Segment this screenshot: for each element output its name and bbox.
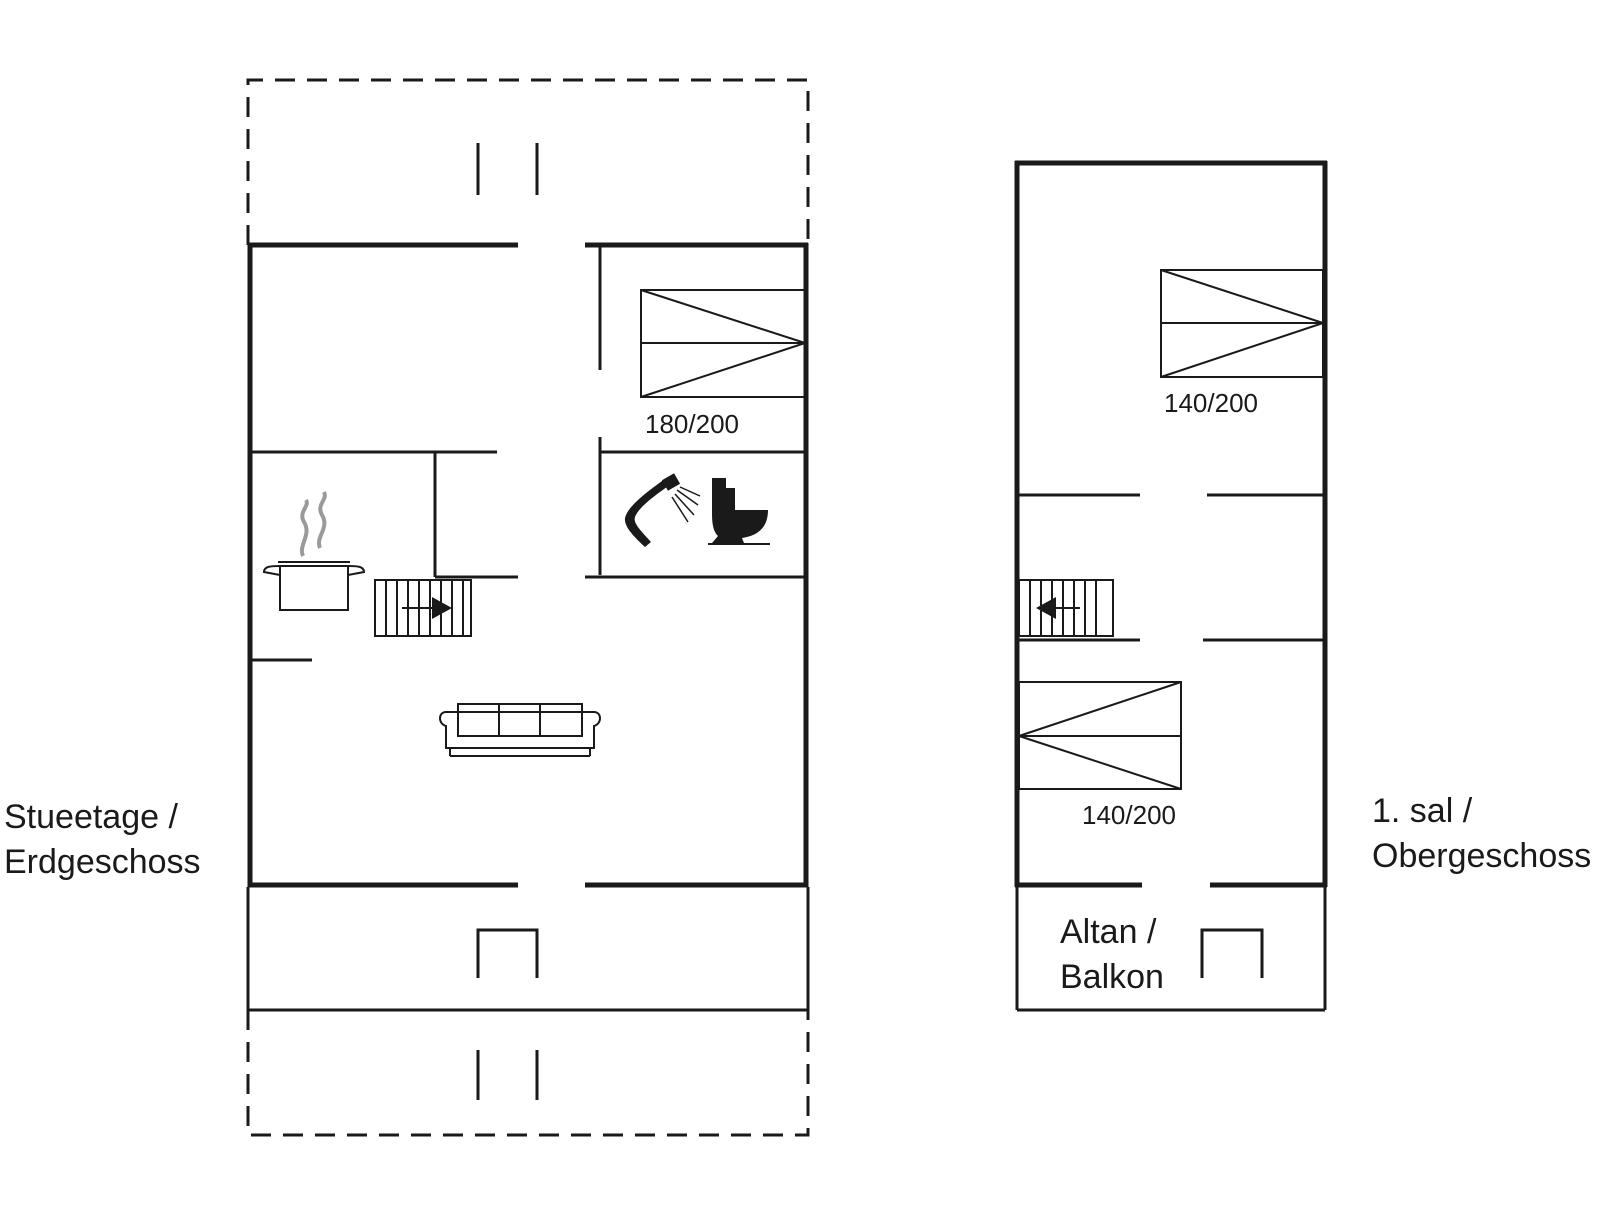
first-floor-interior-walls xyxy=(1017,493,1325,642)
terrace-bottom xyxy=(246,1010,810,1137)
terrace-top xyxy=(246,78,810,245)
ground-floor-interior-walls xyxy=(250,245,806,662)
ground-floor-walls xyxy=(247,242,809,888)
bed-size-label: 140/200 xyxy=(1164,388,1258,418)
entrance-porch xyxy=(246,887,810,1012)
ground-floor-plan: 180/200 xyxy=(246,78,810,1137)
first-floor-walls xyxy=(1014,160,1328,888)
bed-size-label: 180/200 xyxy=(645,409,739,439)
ground-floor-label-de: Erdgeschoss xyxy=(4,843,201,881)
toilet-icon xyxy=(708,478,770,545)
balcony-label-de: Balkon xyxy=(1060,958,1164,996)
ground-floor-label: Stueetage / xyxy=(4,798,178,836)
bed-icon xyxy=(1160,269,1324,378)
staircase-icon xyxy=(374,579,472,637)
first-floor-label-de: Obergeschoss xyxy=(1372,837,1591,875)
balcony-label: Altan / xyxy=(1060,913,1157,951)
cooking-pot-icon xyxy=(262,491,366,611)
sofa-icon xyxy=(439,703,601,757)
bed-icon xyxy=(1018,681,1182,790)
first-floor-plan: 140/200 140/200 Altan / Balkon xyxy=(1014,160,1328,1012)
bed-icon xyxy=(640,289,806,398)
bed-size-label: 140/200 xyxy=(1082,800,1176,830)
balcony xyxy=(1015,887,1327,1012)
shower-icon xyxy=(624,473,701,547)
staircase-icon xyxy=(1018,579,1114,637)
first-floor-label: 1. sal / xyxy=(1372,792,1473,830)
